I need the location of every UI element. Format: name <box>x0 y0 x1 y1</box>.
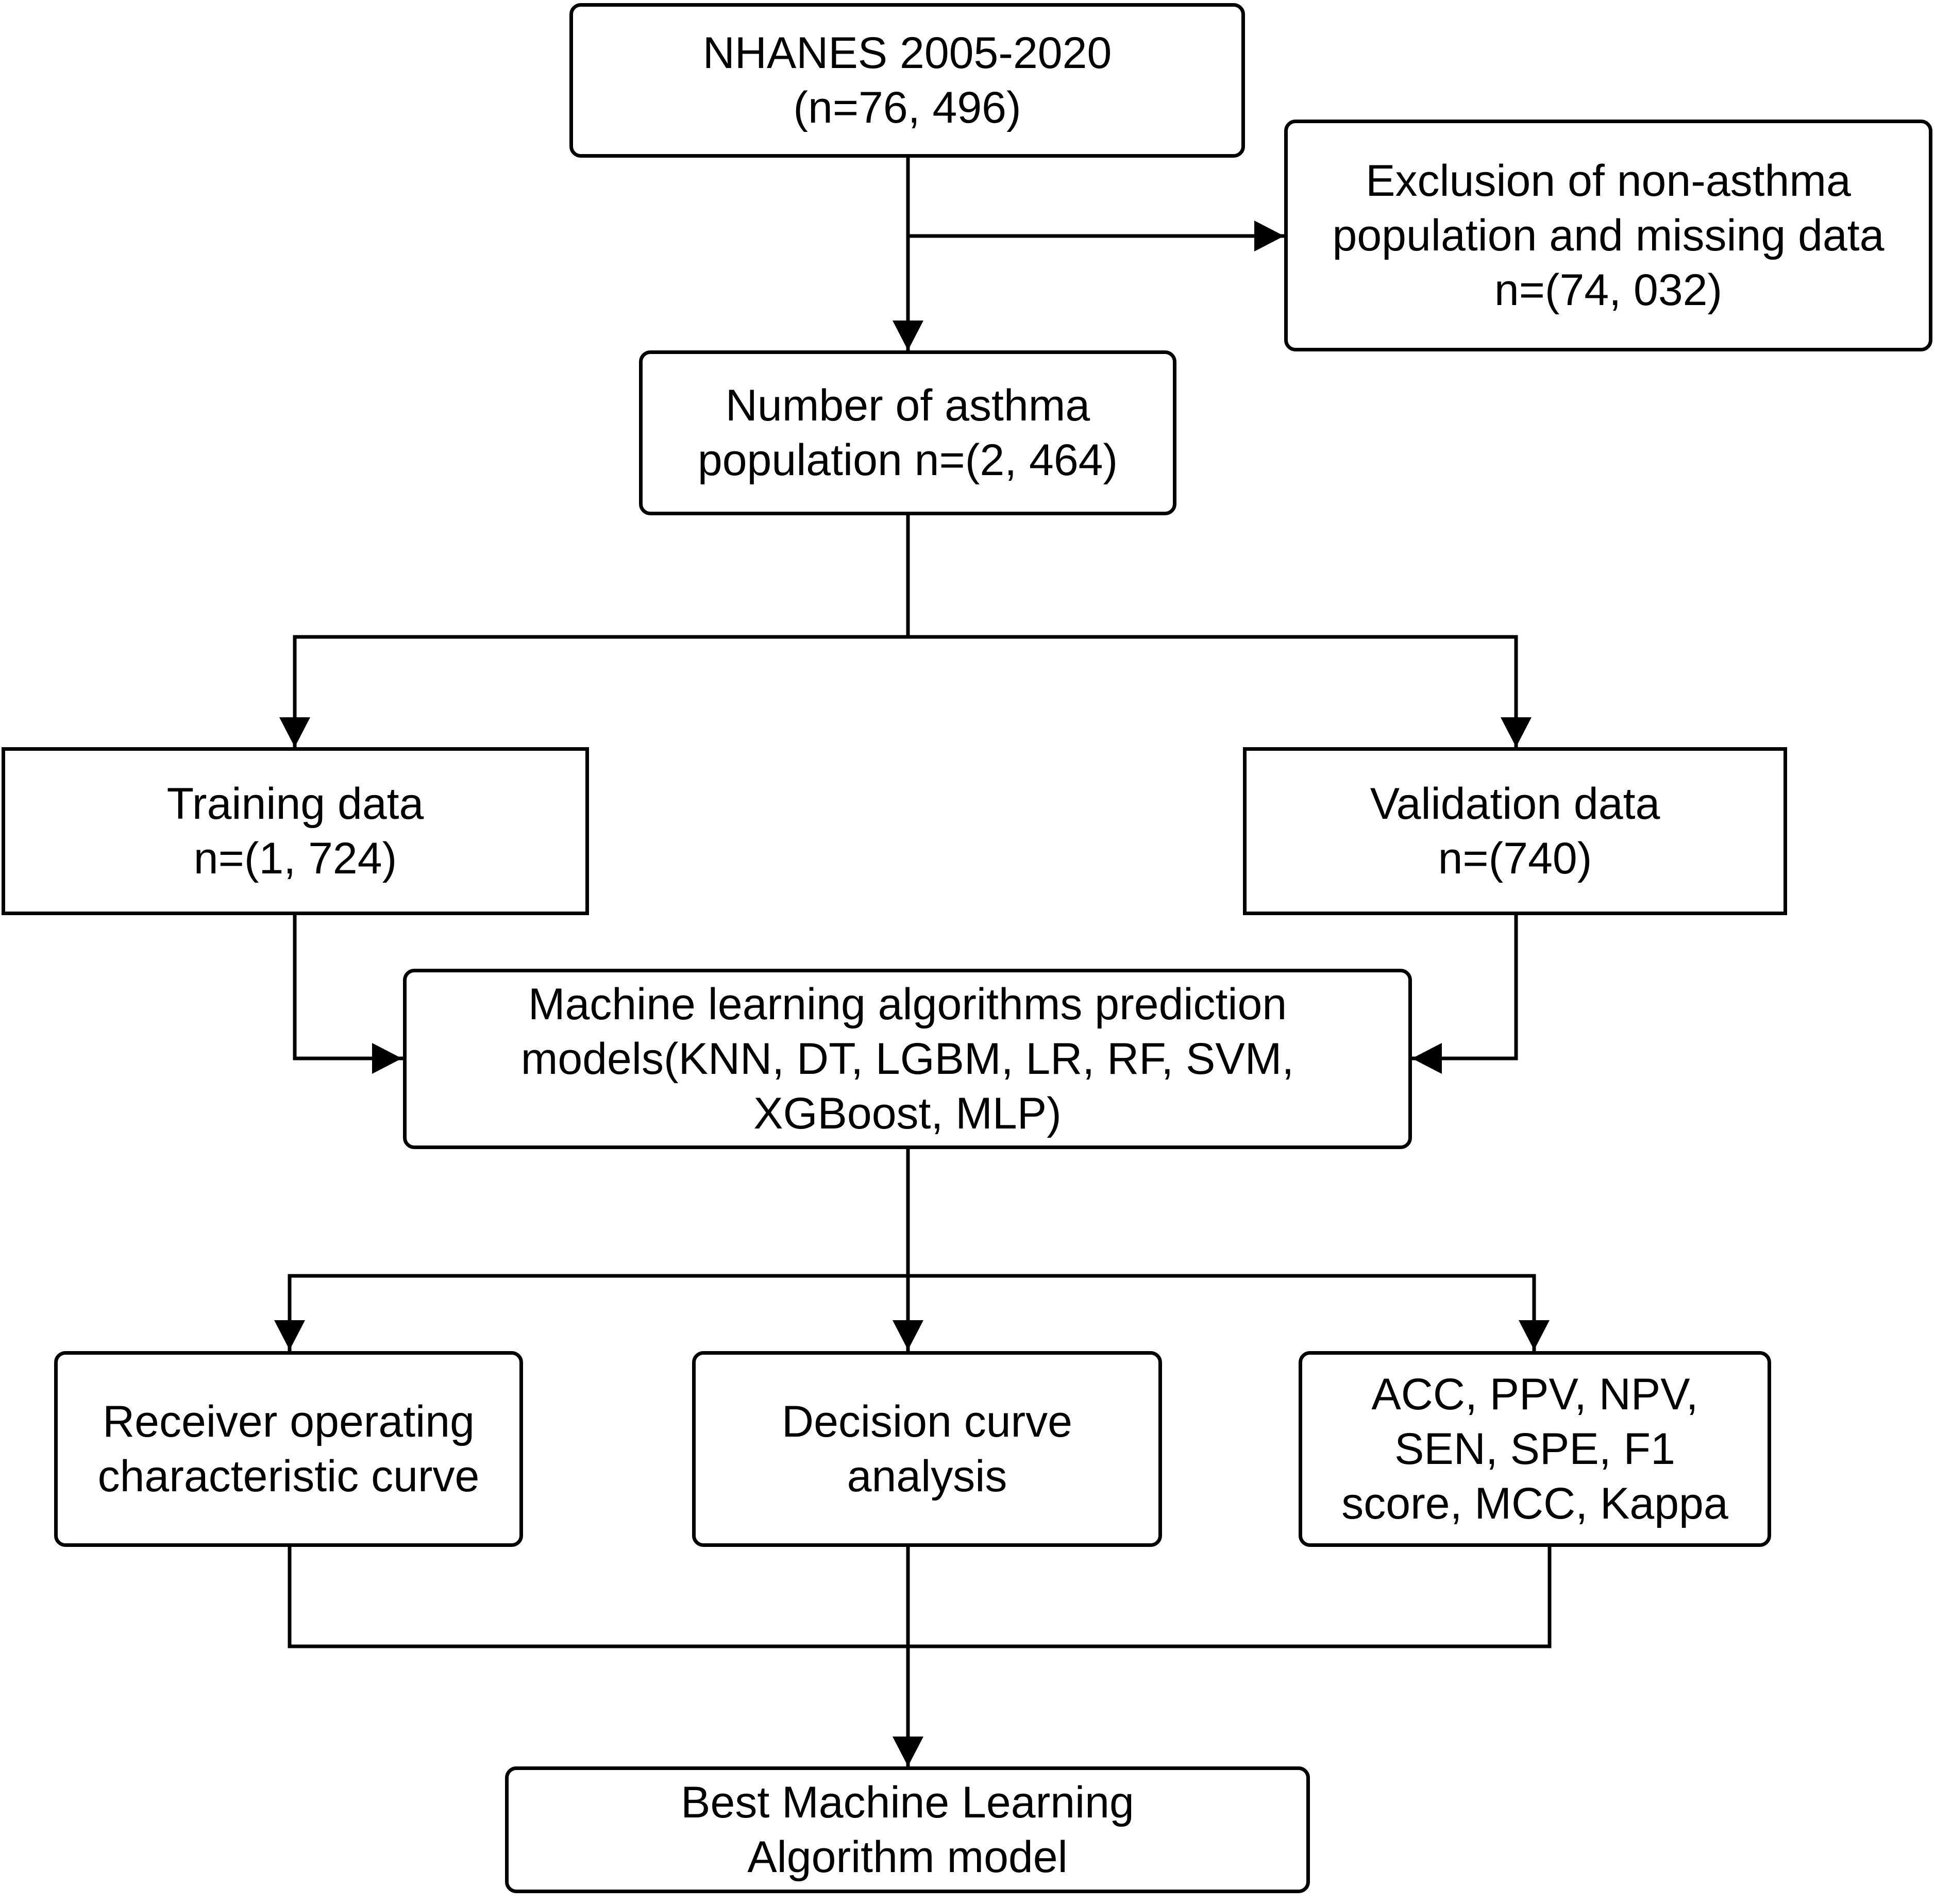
node-ml-models-line-3: XGBoost, MLP) <box>753 1089 1062 1138</box>
node-exclusion-line-1: Exclusion of non-asthma <box>1366 156 1851 206</box>
arrow-validation-to-ml <box>1410 913 1518 1074</box>
node-metrics: ACC, PPV, NPV, SEN, SPE, F1 score, MCC, … <box>1299 1351 1771 1547</box>
node-validation: Validation data n=(740) <box>1243 747 1787 915</box>
node-asthma-line-1: Number of asthma <box>725 381 1090 430</box>
node-ml-models-line-1: Machine learning algorithms prediction <box>528 980 1287 1029</box>
node-asthma-line-2: population n=(2, 464) <box>697 435 1118 485</box>
node-training-line-1: Training data <box>166 779 424 829</box>
node-roc: Receiver operating characteristic curve <box>54 1351 523 1547</box>
node-nhanes: NHANES 2005-2020 (n=76, 496) <box>569 3 1245 158</box>
node-exclusion-line-2: population and missing data <box>1332 211 1884 260</box>
node-nhanes-line-1: NHANES 2005-2020 <box>702 28 1112 78</box>
node-training-line-2: n=(1, 724) <box>193 834 397 883</box>
node-dca-line-2: analysis <box>847 1452 1007 1501</box>
node-asthma: Number of asthma population n=(2, 464) <box>639 350 1176 515</box>
node-best-model-line-1: Best Machine Learning <box>681 1778 1134 1827</box>
node-metrics-line-3: score, MCC, Kappa <box>1341 1479 1728 1528</box>
node-ml-models-line-2: models(KNN, DT, LGBM, LR, RF, SVM, <box>520 1034 1294 1084</box>
node-exclusion: Exclusion of non-asthma population and m… <box>1284 120 1932 351</box>
node-metrics-line-2: SEN, SPE, F1 <box>1394 1424 1675 1474</box>
node-dca: Decision curve analysis <box>692 1351 1162 1547</box>
node-ml-models: Machine learning algorithms prediction m… <box>403 969 1412 1149</box>
node-nhanes-line-2: (n=76, 496) <box>793 83 1021 132</box>
node-validation-line-1: Validation data <box>1370 779 1660 829</box>
node-best-model-line-2: Algorithm model <box>747 1832 1068 1882</box>
node-dca-line-1: Decision curve <box>782 1397 1072 1446</box>
node-best-model: Best Machine Learning Algorithm model <box>505 1766 1310 1893</box>
node-validation-line-2: n=(740) <box>1438 834 1592 883</box>
node-metrics-line-1: ACC, PPV, NPV, <box>1371 1370 1698 1419</box>
node-training: Training data n=(1, 724) <box>2 747 589 915</box>
node-exclusion-line-3: n=(74, 032) <box>1494 265 1723 315</box>
arrow-training-to-ml <box>293 913 404 1074</box>
node-roc-line-1: Receiver operating <box>103 1397 475 1446</box>
node-roc-line-2: characteristic curve <box>97 1452 480 1501</box>
